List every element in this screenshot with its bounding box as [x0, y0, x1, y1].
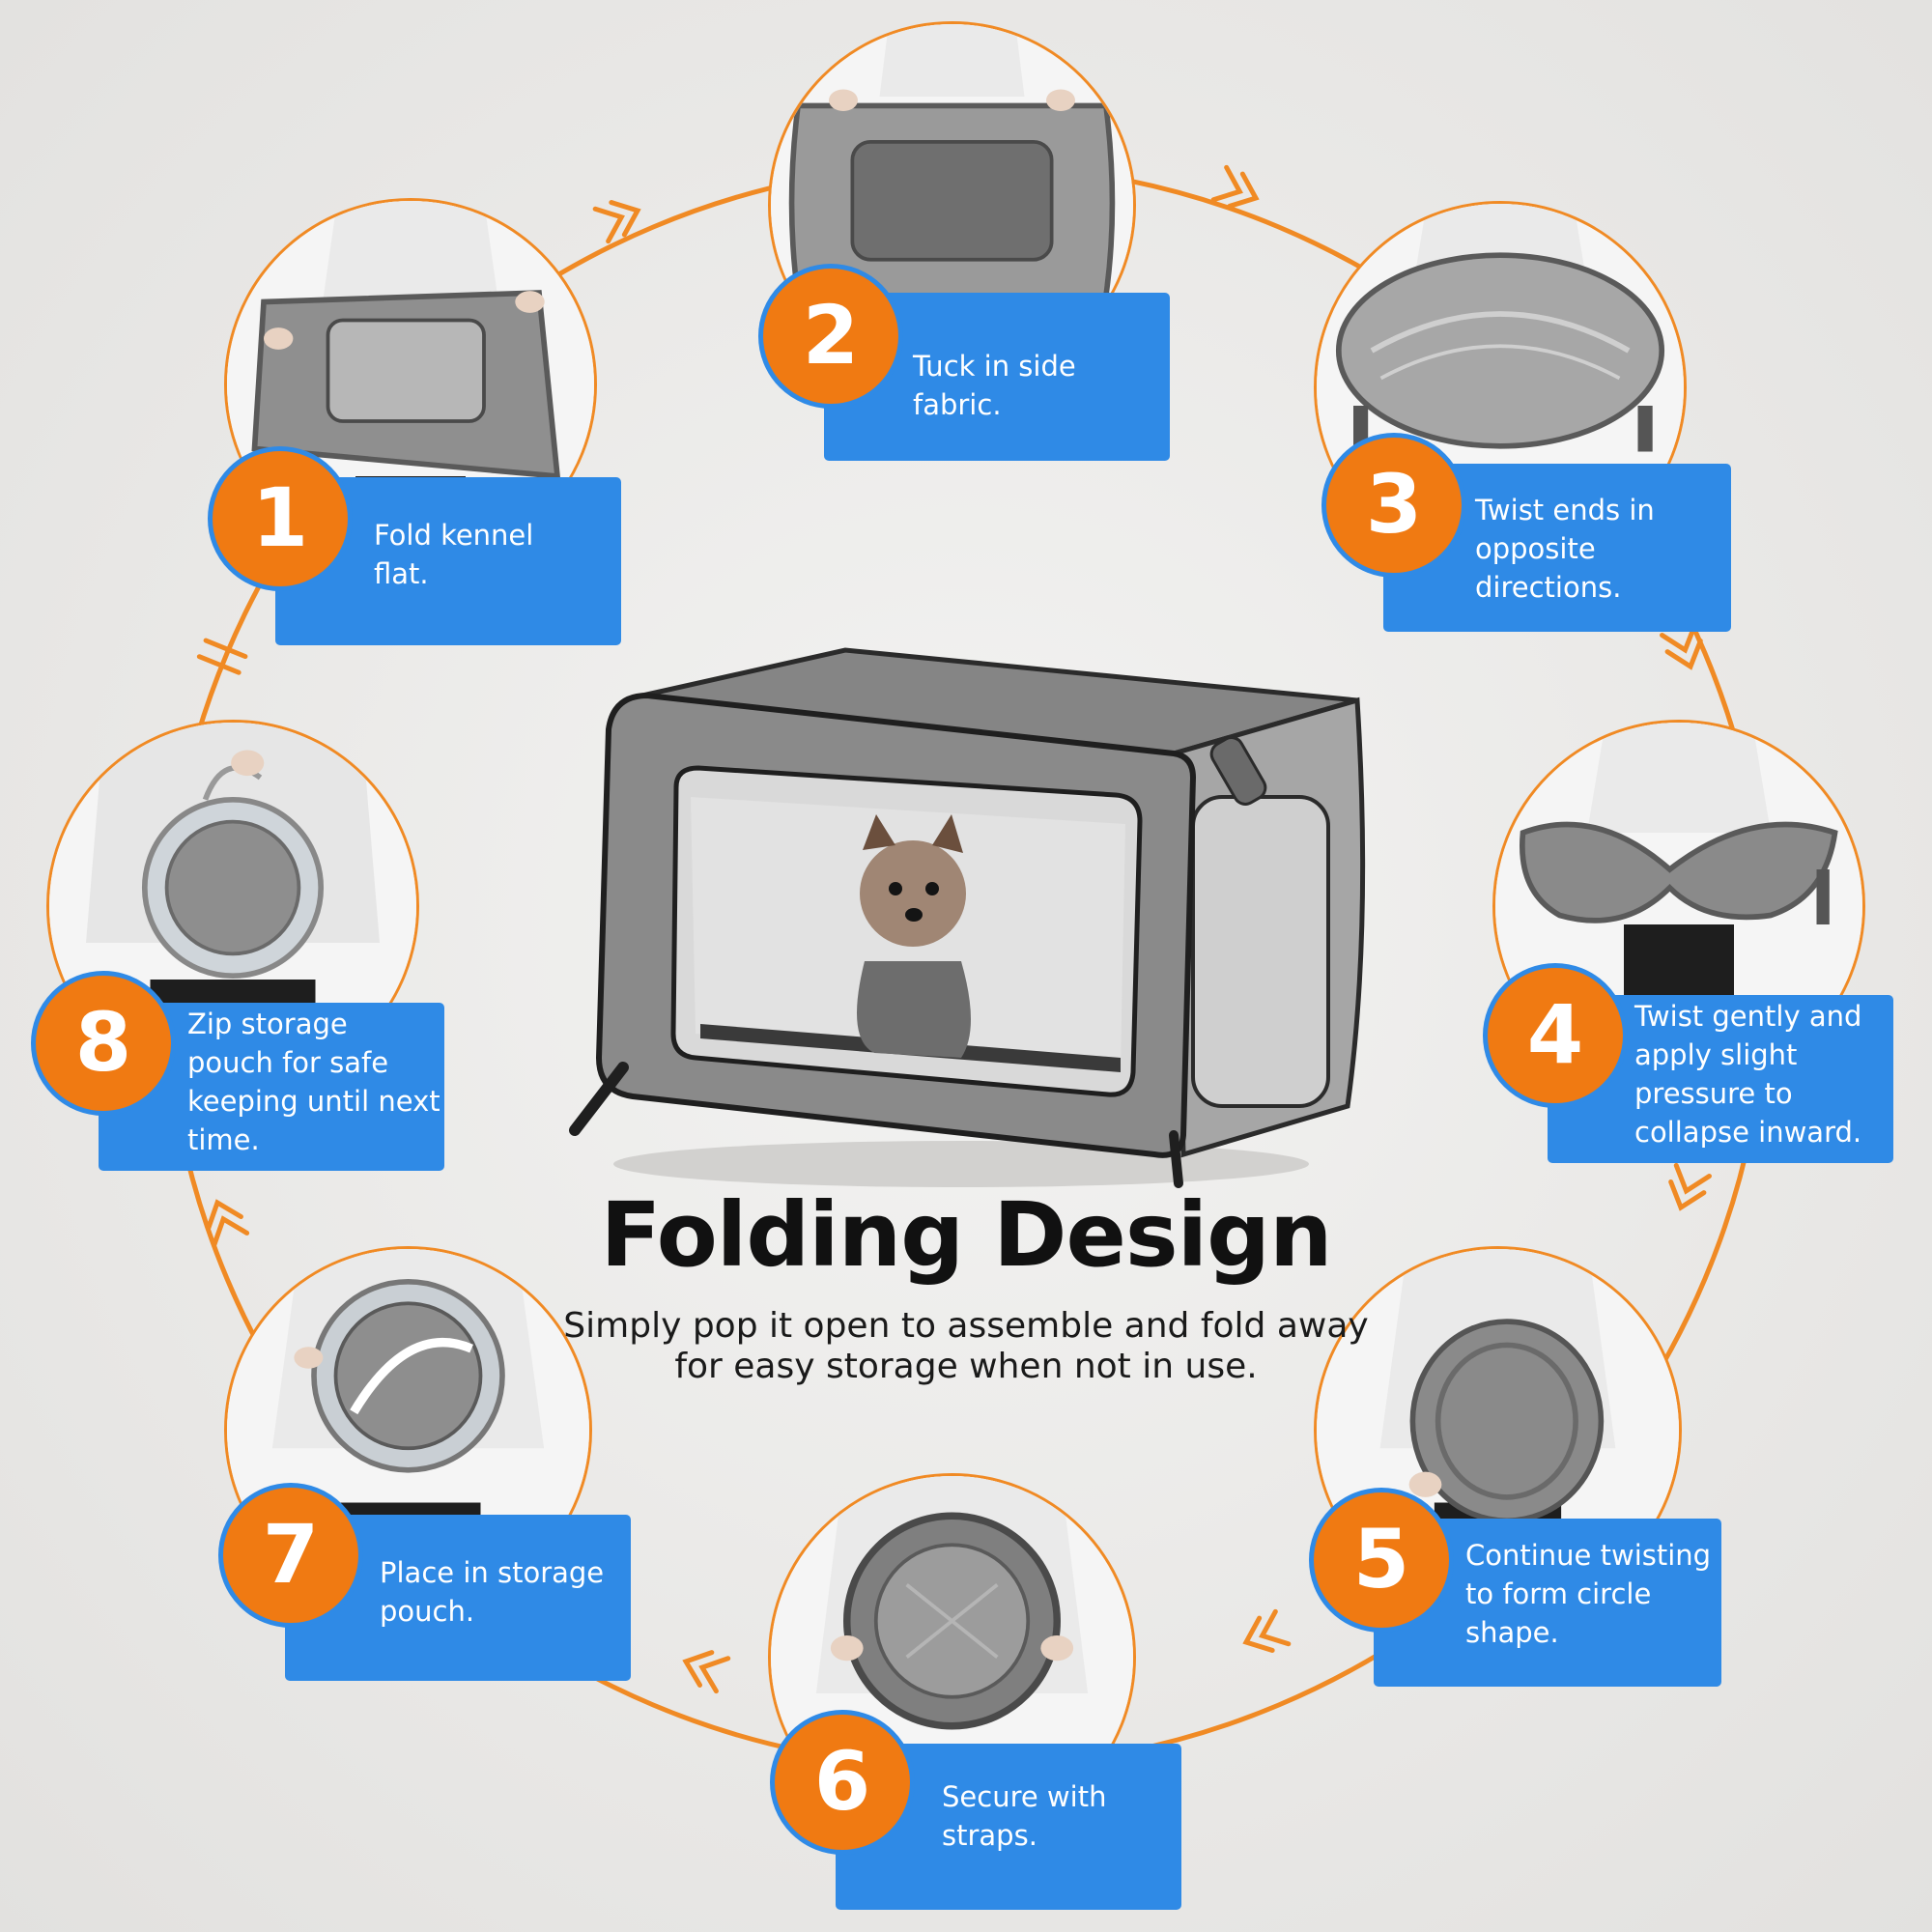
arrow-mark-8 — [196, 638, 248, 675]
arrow-mark-7 — [206, 1199, 250, 1248]
step-7-badge: 7 — [218, 1483, 363, 1628]
subtitle: Simply pop it open to assemble and fold … — [563, 1306, 1369, 1386]
arrow-mark-4 — [1668, 1162, 1712, 1211]
step-1-badge: 1 — [208, 446, 353, 591]
arrow-mark-1 — [592, 200, 641, 244]
step-6-badge: 6 — [770, 1710, 915, 1855]
arrow-mark-3 — [1660, 621, 1703, 670]
step-2-badge: 2 — [758, 264, 903, 409]
headline: Folding Design — [600, 1183, 1332, 1287]
step-8-badge: 8 — [31, 971, 176, 1116]
step-4-badge: 4 — [1483, 963, 1628, 1108]
arrow-mark-2 — [1210, 164, 1260, 209]
dog-figure — [857, 814, 971, 1058]
step-5-badge: 5 — [1309, 1488, 1454, 1633]
arrow-mark-6 — [682, 1650, 731, 1694]
pet-kennel-image — [569, 647, 1366, 1188]
step-3-badge: 3 — [1321, 433, 1466, 578]
arrow-mark-5 — [1242, 1608, 1292, 1653]
